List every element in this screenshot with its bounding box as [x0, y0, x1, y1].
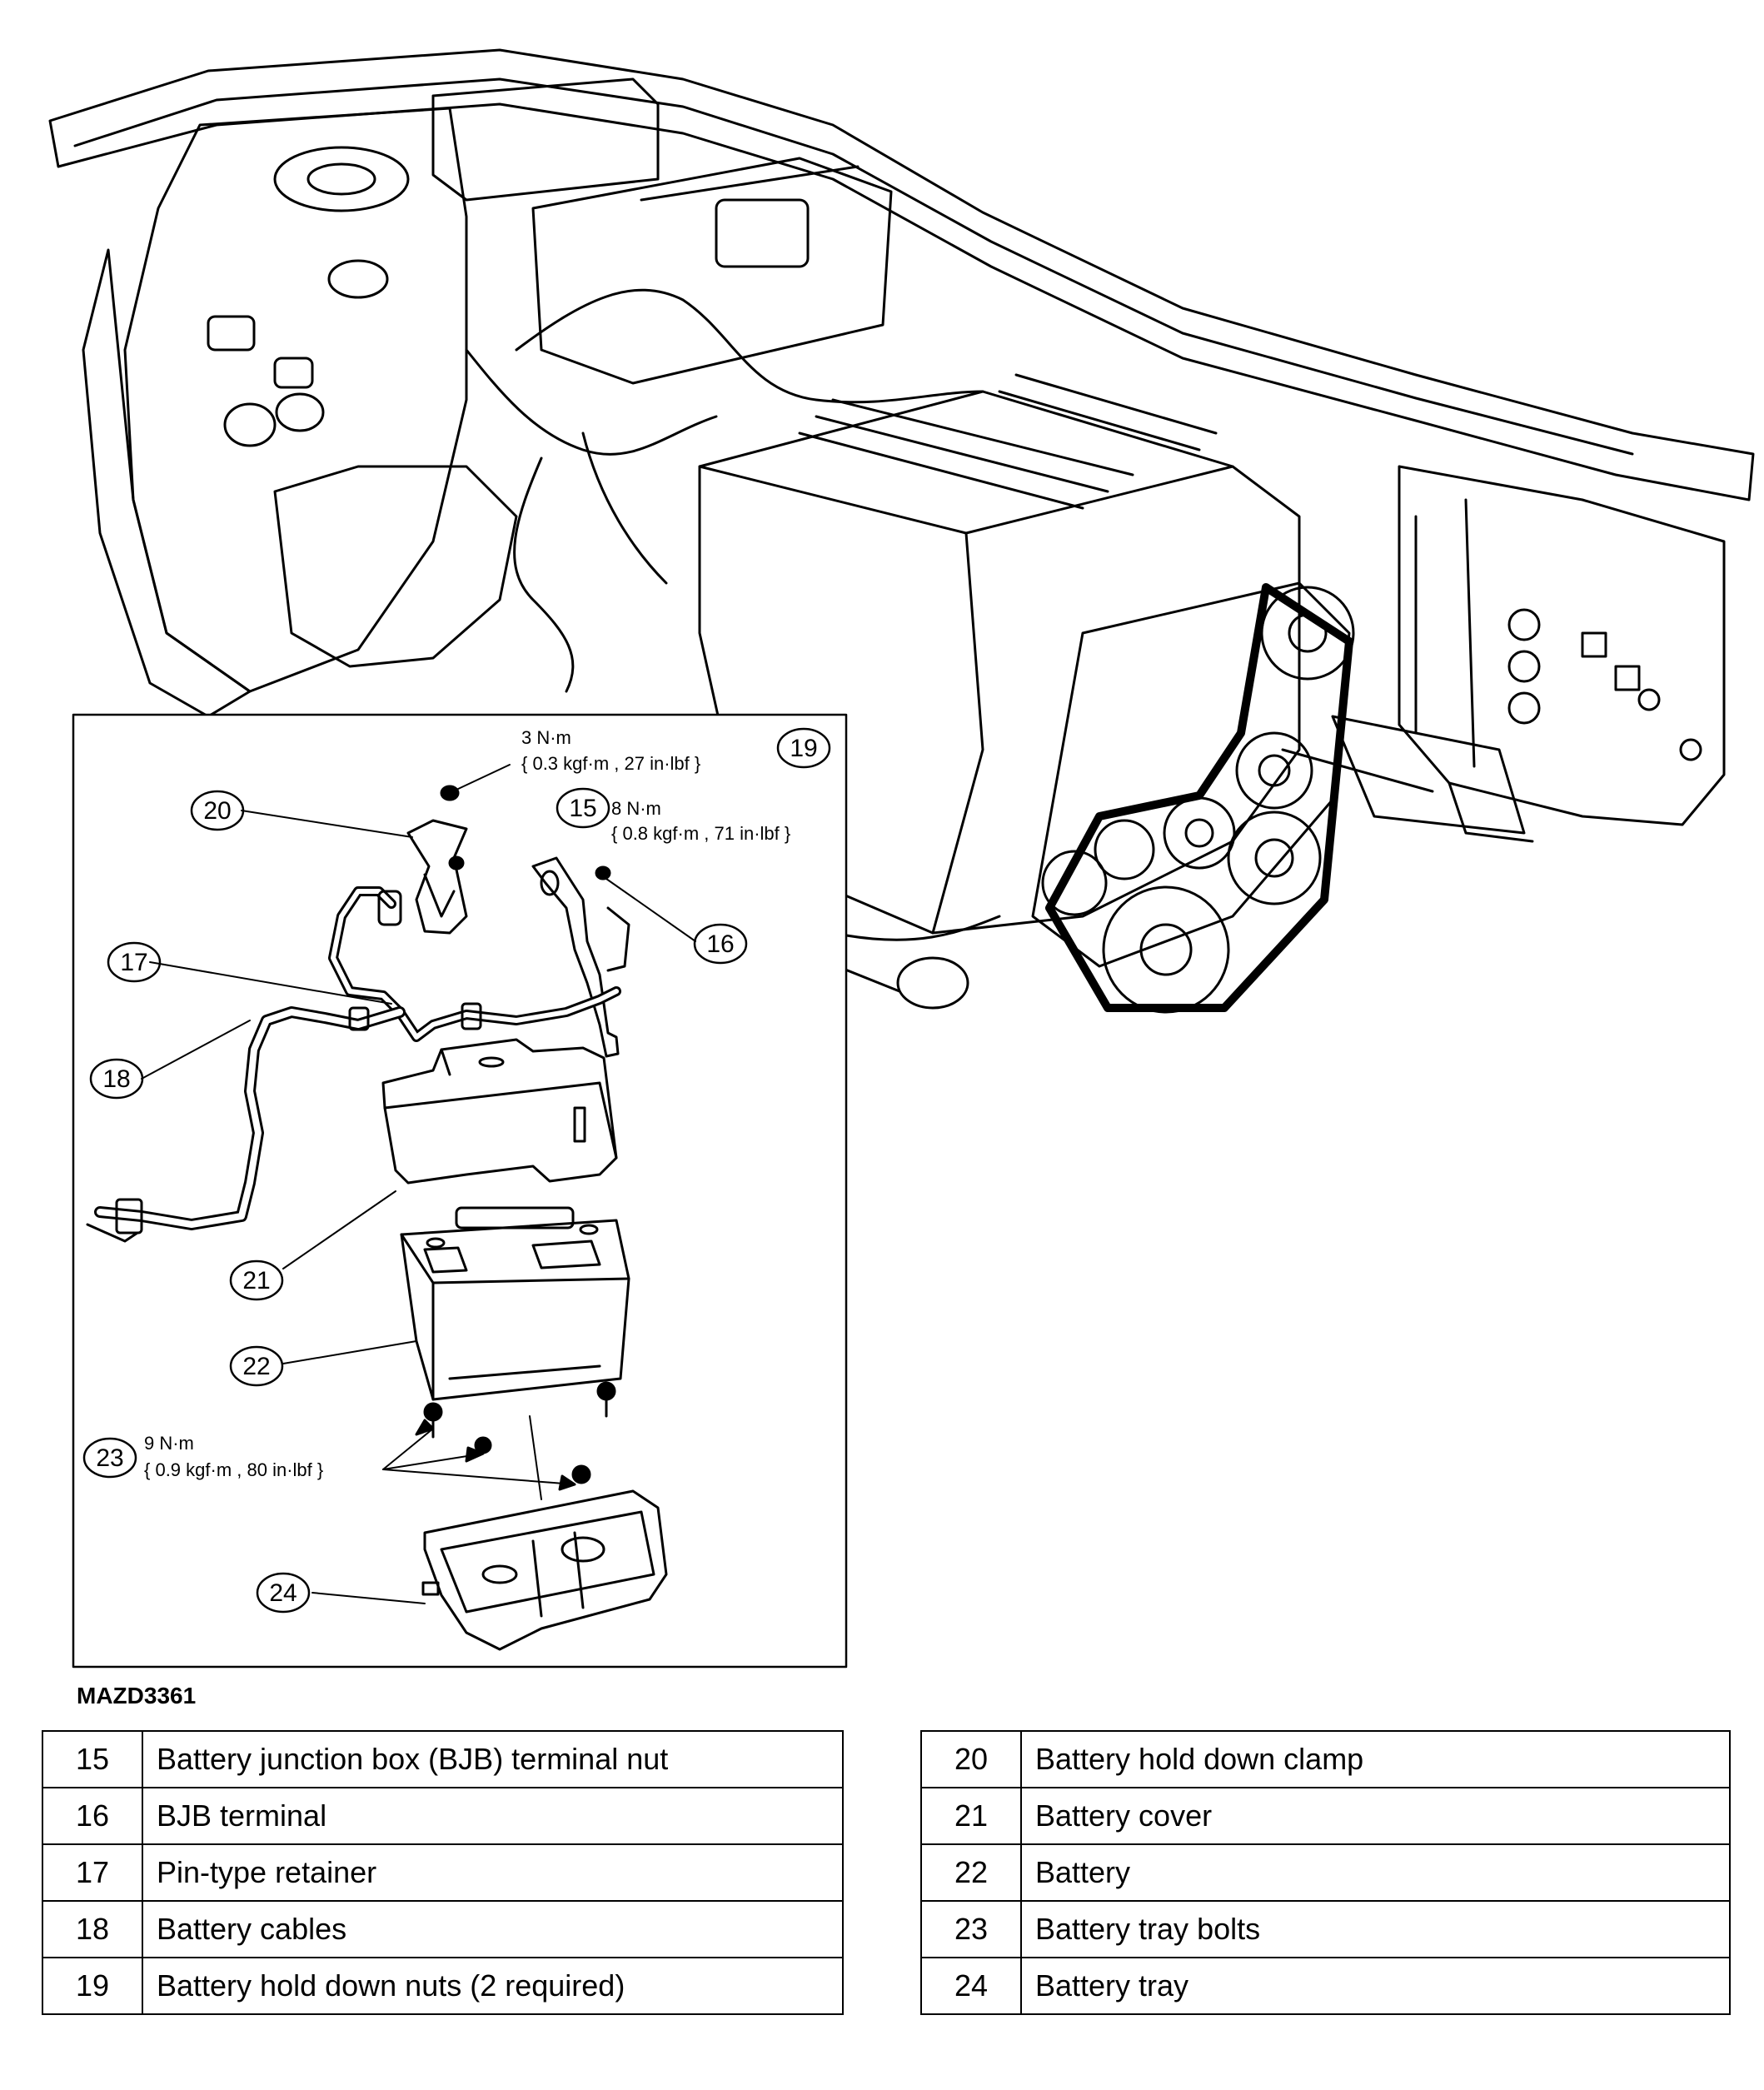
part-battery: [282, 1206, 630, 1401]
legend-number: 19: [42, 1957, 143, 2015]
part-hold-down-clamp: [241, 810, 468, 935]
torque-15-value: 8 N·m: [611, 798, 661, 819]
part-bjb-terminal: [531, 856, 696, 1058]
callout-21: 21: [242, 1267, 270, 1294]
torque-19-units: { 0.3 kgf·m , 27 in·lbf }: [521, 753, 700, 774]
legend-number: 20: [920, 1730, 1022, 1788]
part-hold-down-nuts: [440, 764, 511, 870]
legend-number: 21: [920, 1787, 1022, 1845]
table-row: 18 Battery cables: [42, 1900, 844, 1958]
callout-circles: [82, 727, 831, 1614]
part-battery-cover: [282, 1038, 618, 1269]
legend-number: 18: [42, 1900, 143, 1958]
table-row: 21 Battery cover: [920, 1787, 1731, 1845]
table-row: 17 Pin-type retainer: [42, 1843, 844, 1902]
legend-description: Pin-type retainer: [142, 1843, 844, 1902]
part-battery-tray: [311, 1489, 668, 1651]
legend-description: Battery tray: [1020, 1957, 1731, 2015]
legend-number: 16: [42, 1787, 143, 1845]
callout-19: 19: [790, 735, 817, 762]
legend-number: 23: [920, 1900, 1022, 1958]
torque-23-value: 9 N·m: [144, 1433, 194, 1454]
callout-15: 15: [569, 795, 596, 822]
legend-table-right: 20 Battery hold down clamp 21 Battery co…: [920, 1730, 1731, 2015]
callout-16: 16: [706, 930, 734, 958]
torque-23-units: { 0.9 kgf·m , 80 in·lbf }: [144, 1459, 323, 1480]
legend-description: Battery: [1020, 1843, 1731, 1902]
table-row: 19 Battery hold down nuts (2 required): [42, 1957, 844, 2015]
legend-description: Battery junction box (BJB) terminal nut: [142, 1730, 844, 1788]
legend-number: 22: [920, 1843, 1022, 1902]
part-battery-cables: [86, 886, 621, 1243]
table-row: 22 Battery: [920, 1843, 1731, 1902]
table-row: 24 Battery tray: [920, 1957, 1731, 2015]
torque-15-units: { 0.8 kgf·m , 71 in·lbf }: [611, 823, 790, 844]
legend-description: BJB terminal: [142, 1787, 844, 1845]
callout-23: 23: [96, 1444, 123, 1472]
legend-description: Battery hold down nuts (2 required): [142, 1957, 844, 2015]
torque-19-value: 3 N·m: [521, 727, 571, 748]
callout-24: 24: [269, 1579, 296, 1607]
legend-number: 24: [920, 1957, 1022, 2015]
part-tray-bolts: [382, 1381, 616, 1500]
legend-description: Battery cover: [1020, 1787, 1731, 1845]
legend-number: 15: [42, 1730, 143, 1788]
legend-description: Battery tray bolts: [1020, 1900, 1731, 1958]
legend-description: Battery hold down clamp: [1020, 1730, 1731, 1788]
callout-18: 18: [102, 1065, 130, 1093]
figure-code: MAZD3361: [77, 1683, 197, 1708]
inset-frame: [72, 713, 848, 1669]
legend-number: 17: [42, 1843, 143, 1902]
legend-description: Battery cables: [142, 1900, 844, 1958]
callout-22: 22: [242, 1353, 270, 1380]
table-row: 20 Battery hold down clamp: [920, 1730, 1731, 1788]
callout-20: 20: [203, 797, 231, 825]
table-row: 16 BJB terminal: [42, 1787, 844, 1845]
legend-table-left: 15 Battery junction box (BJB) terminal n…: [42, 1730, 844, 2015]
table-row: 23 Battery tray bolts: [920, 1900, 1731, 1958]
callout-17: 17: [120, 949, 147, 976]
table-row: 15 Battery junction box (BJB) terminal n…: [42, 1730, 844, 1788]
